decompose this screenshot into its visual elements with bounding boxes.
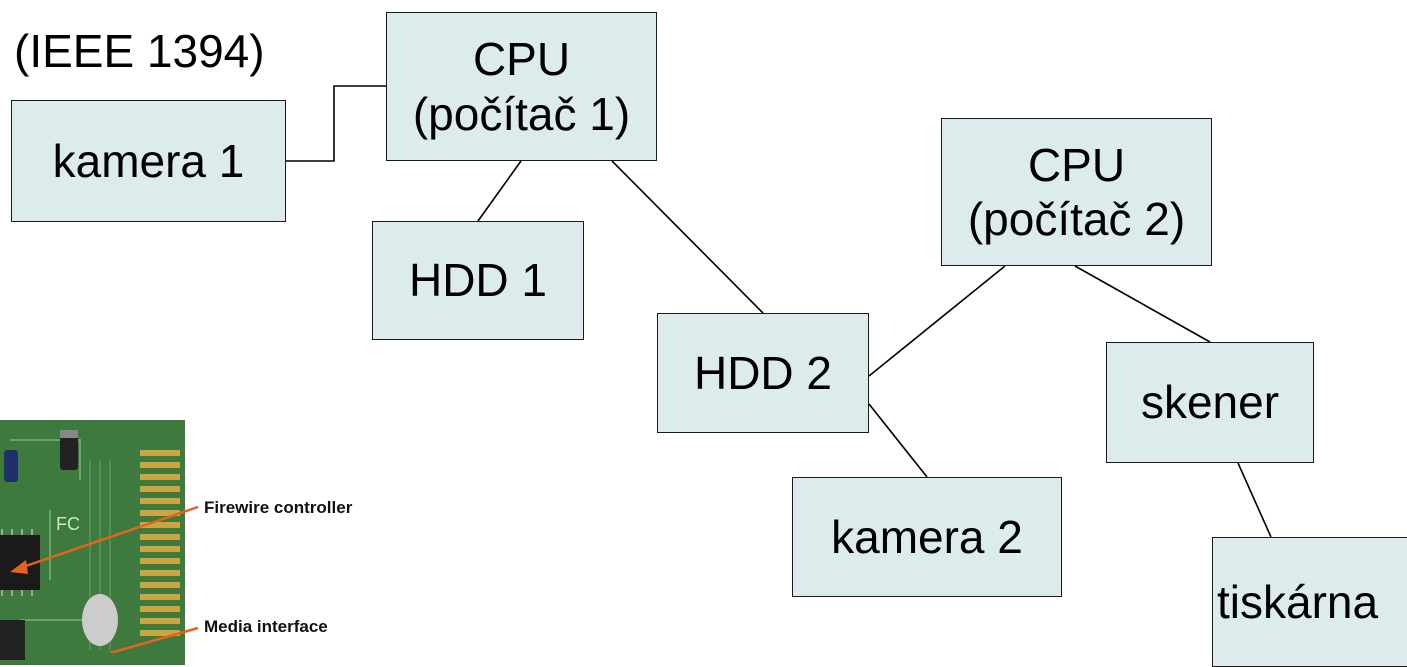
link-cpu1-hdd1 (477, 160, 522, 222)
arrow-firewire-controller (19, 505, 199, 570)
annotation-media-interface: Media interface (204, 617, 328, 636)
node-kamera-1: kamera 1 (11, 100, 286, 222)
firewire-card-photo: FC (0, 420, 185, 665)
arrow-firewire-head (10, 560, 28, 574)
node-hdd2-label: HDD 2 (693, 346, 833, 399)
node-hdd1-label: HDD 1 (408, 254, 548, 307)
link-cpu2-hdd2 (868, 265, 1006, 377)
node-cpu2-line1: CPU (1027, 138, 1126, 191)
annotation-firewire-controller: Firewire controller (204, 498, 353, 517)
node-cpu1-line1: CPU (472, 33, 571, 86)
annotation-arrows (10, 505, 199, 653)
node-tiskarna-label: tiskárna (1217, 575, 1379, 628)
node-kamera2-label: kamera 2 (831, 510, 1023, 563)
node-cpu1-line2: (počítač 1) (412, 87, 631, 140)
node-hdd-1: HDD 1 (372, 221, 584, 340)
link-cpu2-skener (1074, 265, 1211, 343)
node-tiskarna: tiskárna (1212, 537, 1407, 667)
node-cpu-pocitac-1: CPU (počítač 1) (386, 12, 657, 161)
diagram-title: (IEEE 1394) (14, 25, 265, 77)
link-kamera1-cpu1 (286, 85, 386, 162)
link-skener-tiskarna (1237, 462, 1272, 538)
connection-lines (286, 85, 1272, 538)
node-kamera-2: kamera 2 (792, 477, 1062, 597)
node-cpu2-line2: (počítač 2) (967, 193, 1186, 245)
node-hdd-2: HDD 2 (657, 313, 869, 433)
node-kamera1-label: kamera 1 (52, 134, 245, 187)
arrow-media-interface (109, 626, 199, 653)
node-cpu-pocitac-2: CPU (počítač 2) (941, 118, 1212, 266)
node-skener: skener (1106, 342, 1314, 463)
svg-text:FC: FC (56, 514, 80, 534)
link-hdd2-kamera2 (868, 403, 928, 478)
node-skener-label: skener (1140, 376, 1280, 429)
link-cpu1-hdd2 (611, 160, 764, 314)
